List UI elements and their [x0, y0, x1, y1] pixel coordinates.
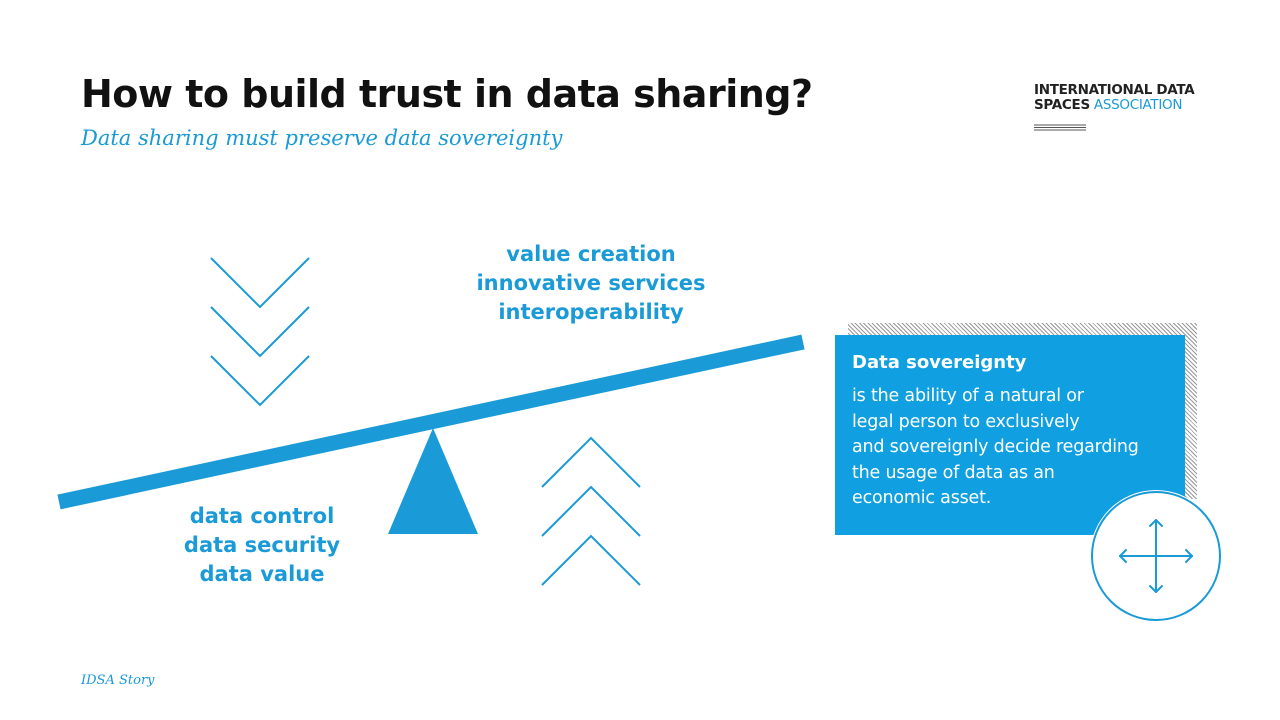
idsa-logo: INTERNATIONAL DATA SPACES ASSOCIATION: [1034, 82, 1204, 131]
bottom-side-label: data value: [199, 562, 325, 586]
definition-box: Data sovereignty is the ability of a nat…: [835, 335, 1185, 535]
definition-line: and sovereignly decide regarding: [852, 437, 1139, 457]
bottom-side-labels: data control data security data value: [150, 502, 374, 589]
chevron-down-icon: [210, 257, 310, 309]
definition-title: Data sovereignty: [852, 352, 1027, 373]
definition-line: is the ability of a natural or: [852, 386, 1084, 406]
move-arrows-icon: [1090, 490, 1222, 622]
top-side-labels: value creation innovative services inter…: [460, 240, 722, 327]
chevron-down-icon: [210, 306, 310, 358]
logo-word-association: ASSOCIATION: [1093, 97, 1183, 113]
bottom-side-label: data security: [183, 533, 341, 557]
definition-line: the usage of data as an: [852, 462, 1055, 483]
top-side-label: value creation: [506, 242, 676, 266]
logo-line-2: SPACES ASSOCIATION: [1034, 98, 1204, 113]
chevron-down-icon: [210, 355, 310, 407]
page-subtitle: Data sharing must preserve data sovereig…: [81, 126, 563, 150]
page-title: How to build trust in data sharing?: [81, 72, 813, 116]
logo-lines-icon: [1034, 124, 1086, 131]
definition-line: economic asset.: [852, 488, 992, 508]
footer-label: IDSA Story: [81, 673, 155, 688]
logo-line-1: INTERNATIONAL DATA: [1034, 82, 1195, 98]
chevron-up-icon: [541, 485, 641, 537]
chevron-up-icon: [541, 436, 641, 488]
top-side-label: innovative services: [476, 271, 706, 295]
definition-line: legal person to exclusively: [852, 411, 1080, 432]
down-chevrons: [210, 257, 310, 407]
logo-word-spaces: SPACES: [1034, 97, 1090, 113]
balance-fulcrum: [388, 428, 478, 534]
bottom-side-label: data control: [189, 504, 335, 528]
up-chevrons: [541, 436, 641, 586]
balance-beam: [57, 334, 805, 510]
top-side-label: interoperability: [498, 300, 684, 324]
chevron-up-icon: [541, 534, 641, 586]
